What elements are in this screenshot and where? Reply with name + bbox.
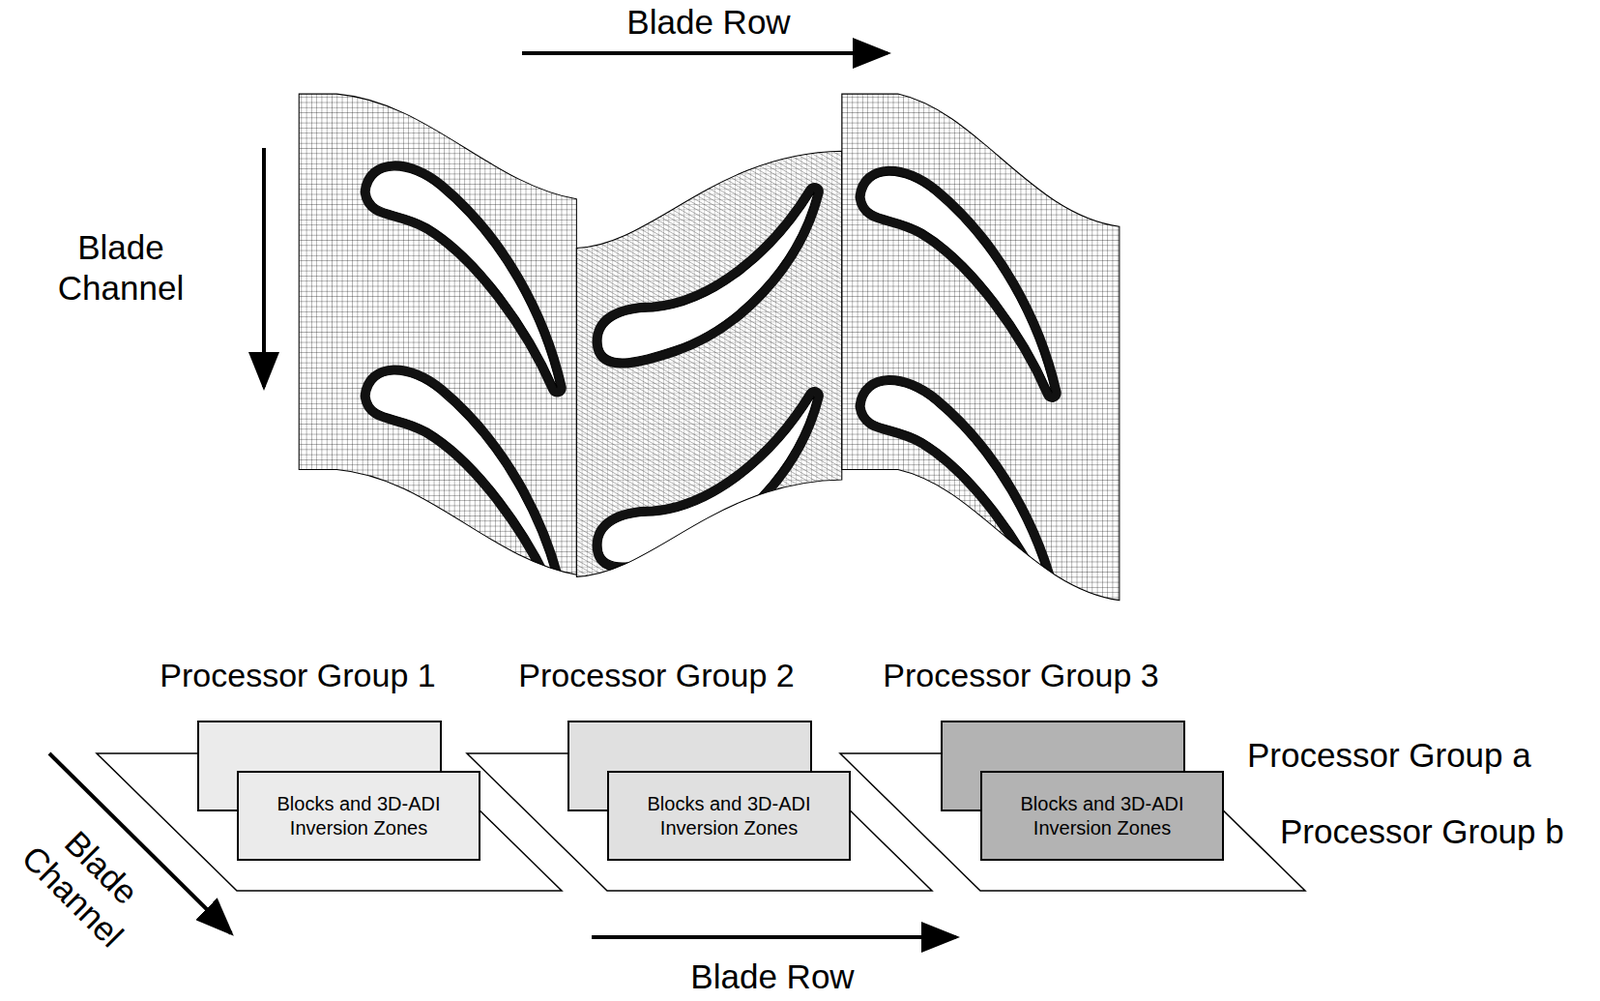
box-text: Blocks and 3D-ADI Inversion Zones [261, 791, 456, 841]
block-box: Blocks and 3D-ADI Inversion Zones [980, 770, 1224, 861]
block-box: Blocks and 3D-ADI Inversion Zones [607, 770, 851, 861]
axis-label: Blade Channel [48, 227, 194, 309]
direction-arrow [591, 934, 957, 939]
blade-mesh [286, 81, 1134, 608]
parallelogram-outline [840, 753, 1306, 891]
group-heading: Processor Group 1 [159, 656, 436, 695]
axis-label: Processor Group b [1280, 811, 1565, 852]
processor-group: Processor Group 3 Blocks and 3D-ADI Inver… [840, 653, 1324, 896]
group-heading: Processor Group 2 [518, 656, 794, 695]
axis-label: Processor Group a [1247, 734, 1532, 776]
direction-arrow [522, 51, 888, 56]
box-text: Blocks and 3D-ADI Inversion Zones [632, 791, 826, 841]
box-text: Blocks and 3D-ADI Inversion Zones [1005, 791, 1199, 841]
group-heading: Processor Group 3 [882, 656, 1159, 695]
axis-label: Blade Row [690, 956, 854, 997]
axis-label: Blade Row [626, 1, 790, 43]
axis-label: Blade Channel [6, 801, 167, 961]
block-box: Blocks and 3D-ADI Inversion Zones [236, 770, 481, 861]
direction-arrow [261, 147, 266, 387]
